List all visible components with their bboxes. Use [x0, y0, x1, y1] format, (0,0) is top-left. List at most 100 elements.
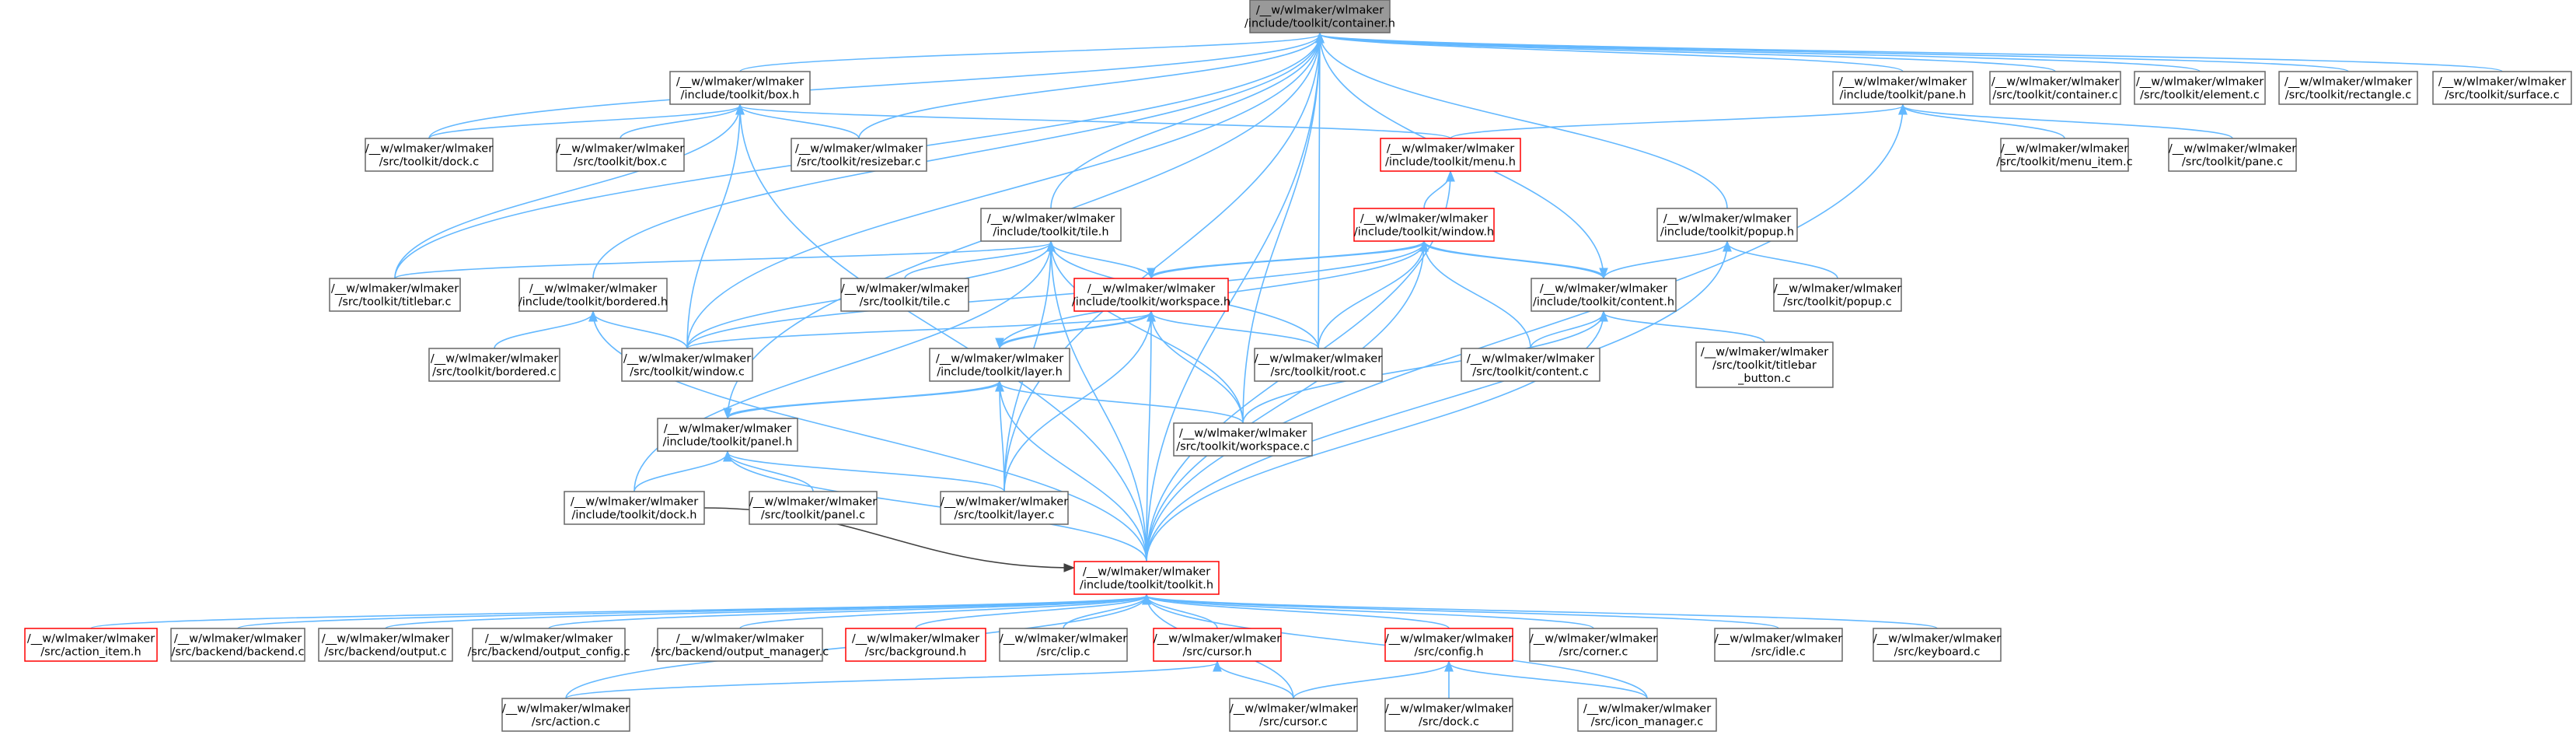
- edge-layer-c-to-layer-h: [1000, 383, 1005, 492]
- node-popup-c[interactable]: /__w/wlmaker/wlmaker/src/toolkit/popup.c: [1773, 278, 1902, 312]
- node-box: [1714, 628, 1843, 662]
- node-box: [840, 278, 969, 312]
- node-panel-c[interactable]: /__w/wlmaker/wlmaker/src/toolkit/panel.c: [749, 491, 878, 525]
- edge-layer-c-to-workspace-h: [1004, 313, 1151, 492]
- node-dock-c-tk[interactable]: /__w/wlmaker/wlmaker/src/toolkit/dock.c: [365, 138, 494, 172]
- node-action-c[interactable]: /__w/wlmaker/wlmaker/src/action.c: [501, 698, 630, 732]
- node-label-line: /src/toolkit/resizebar.c: [797, 156, 920, 169]
- node-box: [1073, 561, 1220, 595]
- node-toolkit-h[interactable]: /__w/wlmaker/wlmaker/include/toolkit/too…: [1073, 561, 1220, 595]
- edge-workspace-c-to-content-h: [1242, 313, 1604, 424]
- node-output-manager-c[interactable]: /__w/wlmaker/wlmaker/src/backend/output_…: [651, 628, 829, 662]
- edge-icon-manager-c-to-config-h: [1449, 663, 1648, 699]
- edge-titlebar-c-to-tile-h: [394, 243, 1051, 279]
- node-box: [999, 628, 1128, 662]
- node-box-h[interactable]: /__w/wlmaker/wlmaker/include/toolkit/box…: [669, 71, 811, 105]
- node-label-line: /__w/wlmaker/wlmaker: [664, 423, 791, 436]
- node-cursor-h[interactable]: /__w/wlmaker/wlmaker/src/cursor.h: [1153, 628, 1282, 662]
- node-panel-h[interactable]: /__w/wlmaker/wlmaker/include/toolkit/pan…: [657, 418, 798, 452]
- node-titlebar-c[interactable]: /__w/wlmaker/wlmaker/src/toolkit/titleba…: [329, 278, 461, 312]
- node-titlebar-button-c[interactable]: /__w/wlmaker/wlmaker/src/toolkit/titleba…: [1695, 341, 1834, 388]
- edge-resizebar-c-to-container-h: [858, 34, 1320, 139]
- edge-corner-c-to-toolkit-h: [1147, 596, 1594, 629]
- edge-toolkit-h-to-box-h: [740, 106, 1147, 562]
- node-window-c[interactable]: /__w/wlmaker/wlmaker/src/toolkit/window.…: [621, 348, 753, 382]
- node-dock-h[interactable]: /__w/wlmaker/wlmaker/include/toolkit/doc…: [564, 491, 705, 525]
- edge-titlebar-button-c-to-content-h: [1604, 313, 1765, 343]
- node-cursor-c[interactable]: /__w/wlmaker/wlmaker/src/cursor.c: [1229, 698, 1358, 732]
- node-idle-c[interactable]: /__w/wlmaker/wlmaker/src/idle.c: [1714, 628, 1843, 662]
- node-container-h[interactable]: /__w/wlmaker/wlmaker/include/toolkit/con…: [1244, 0, 1395, 33]
- node-window-h[interactable]: /__w/wlmaker/wlmaker/include/toolkit/win…: [1353, 208, 1495, 242]
- node-label-line: /src/idle.c: [1751, 646, 1806, 659]
- node-config-h[interactable]: /__w/wlmaker/wlmaker/src/config.h: [1384, 628, 1513, 662]
- node-label-line: /__w/wlmaker/wlmaker: [1087, 283, 1215, 296]
- node-keyboard-c[interactable]: /__w/wlmaker/wlmaker/src/keyboard.c: [1873, 628, 2002, 662]
- node-output-c[interactable]: /__w/wlmaker/wlmaker/src/backend/output.…: [318, 628, 453, 662]
- node-label-line: /include/toolkit/bordered.h: [518, 296, 668, 309]
- node-label-line: /__w/wlmaker/wlmaker: [1530, 633, 1657, 646]
- node-box: [1254, 348, 1383, 382]
- node-root-c[interactable]: /__w/wlmaker/wlmaker/src/toolkit/root.c: [1254, 348, 1383, 382]
- node-box: [1380, 138, 1521, 172]
- node-content-c[interactable]: /__w/wlmaker/wlmaker/src/toolkit/content…: [1461, 348, 1600, 382]
- node-label-line: /__w/wlmaker/wlmaker: [1540, 283, 1667, 296]
- node-layer-h[interactable]: /__w/wlmaker/wlmaker/include/toolkit/lay…: [929, 348, 1070, 382]
- node-box: [1353, 208, 1495, 242]
- node-clip-c[interactable]: /__w/wlmaker/wlmaker/src/clip.c: [999, 628, 1128, 662]
- node-box: [1229, 698, 1358, 732]
- node-pane-c[interactable]: /__w/wlmaker/wlmaker/src/toolkit/pane.c: [2168, 138, 2297, 172]
- node-label-line: /src/toolkit/rectangle.c: [2285, 89, 2411, 102]
- edge-content-c-to-window-h: [1424, 243, 1531, 349]
- edge-popup-h-to-container-h: [1320, 34, 1728, 209]
- node-container-c[interactable]: /__w/wlmaker/wlmaker/src/toolkit/contain…: [1989, 71, 2121, 105]
- node-box: [1073, 278, 1229, 312]
- node-box: [1656, 208, 1798, 242]
- node-label-line: /__w/wlmaker/wlmaker: [1583, 703, 1711, 716]
- node-output-config-c[interactable]: /__w/wlmaker/wlmaker/src/backend/output_…: [467, 628, 630, 662]
- node-label-line: /__w/wlmaker/wlmaker: [1774, 283, 1901, 296]
- node-menu-h[interactable]: /__w/wlmaker/wlmaker/include/toolkit/men…: [1380, 138, 1521, 172]
- node-label-line: /__w/wlmaker/wlmaker: [676, 76, 804, 89]
- edge-window-h-to-workspace-h: [1151, 240, 1425, 277]
- node-workspace-c[interactable]: /__w/wlmaker/wlmaker/src/toolkit/workspa…: [1173, 422, 1313, 457]
- node-box: [518, 278, 668, 312]
- node-content-h[interactable]: /__w/wlmaker/wlmaker/include/toolkit/con…: [1531, 278, 1677, 312]
- node-icon-manager-c[interactable]: /__w/wlmaker/wlmaker/src/icon_manager.c: [1577, 698, 1717, 732]
- node-label-line: /__w/wlmaker/wlmaker: [795, 143, 923, 156]
- node-box-c[interactable]: /__w/wlmaker/wlmaker/src/toolkit/box.c: [556, 138, 685, 172]
- node-label-line: /src/backend/backend.c: [172, 646, 305, 659]
- node-tile-h[interactable]: /__w/wlmaker/wlmaker/include/toolkit/til…: [980, 208, 1122, 242]
- node-backend-c[interactable]: /__w/wlmaker/wlmaker/src/backend/backend…: [170, 628, 305, 662]
- node-surface-c[interactable]: /__w/wlmaker/wlmaker/src/toolkit/surface…: [2432, 71, 2572, 105]
- node-bordered-h[interactable]: /__w/wlmaker/wlmaker/include/toolkit/bor…: [518, 278, 668, 312]
- node-box: [2134, 71, 2266, 105]
- edge-toolkit-h-to-pane-h: [1146, 106, 1903, 562]
- node-label-line: /src/dock.c: [1419, 716, 1479, 729]
- node-label-line: /src/config.h: [1414, 646, 1483, 659]
- node-box: [1577, 698, 1717, 732]
- node-pane-h[interactable]: /__w/wlmaker/wlmaker/include/toolkit/pan…: [1832, 71, 1974, 105]
- node-label-line: /src/toolkit/workspace.c: [1176, 441, 1310, 453]
- edge-dock-c-tk-to-box-h: [428, 106, 740, 139]
- node-menu-item-c[interactable]: /__w/wlmaker/wlmaker/src/toolkit/menu_it…: [1996, 138, 2133, 172]
- node-popup-h[interactable]: /__w/wlmaker/wlmaker/include/toolkit/pop…: [1656, 208, 1798, 242]
- node-label-line: /src/cursor.c: [1259, 716, 1328, 729]
- node-background-h[interactable]: /__w/wlmaker/wlmaker/src/background.h: [845, 628, 986, 662]
- node-resizebar-c[interactable]: /__w/wlmaker/wlmaker/src/toolkit/resizeb…: [791, 138, 927, 172]
- node-dock-c[interactable]: /__w/wlmaker/wlmaker/src/dock.c: [1384, 698, 1513, 732]
- node-element-c[interactable]: /__w/wlmaker/wlmaker/src/toolkit/element…: [2134, 71, 2266, 105]
- edge-box-c-to-box-h: [620, 106, 740, 139]
- node-layer-c[interactable]: /__w/wlmaker/wlmaker/src/toolkit/layer.c: [940, 491, 1069, 525]
- node-label-line: /src/icon_manager.c: [1591, 716, 1704, 729]
- node-tile-c[interactable]: /__w/wlmaker/wlmaker/src/toolkit/tile.c: [840, 278, 969, 312]
- node-bordered-c[interactable]: /__w/wlmaker/wlmaker/src/toolkit/bordere…: [428, 348, 560, 382]
- node-rectangle-c[interactable]: /__w/wlmaker/wlmaker/src/toolkit/rectang…: [2278, 71, 2418, 105]
- edge-workspace-h-to-layer-h: [1000, 310, 1152, 347]
- node-corner-c[interactable]: /__w/wlmaker/wlmaker/src/corner.c: [1529, 628, 1658, 662]
- node-workspace-h[interactable]: /__w/wlmaker/wlmaker/include/toolkit/wor…: [1072, 278, 1230, 312]
- node-box: [929, 348, 1070, 382]
- node-action-item-h[interactable]: /__w/wlmaker/wlmaker/src/action_item.h: [24, 628, 158, 662]
- edge-action-c-to-cursor-h: [565, 663, 1217, 699]
- node-label-line: /__w/wlmaker/wlmaker: [485, 633, 613, 646]
